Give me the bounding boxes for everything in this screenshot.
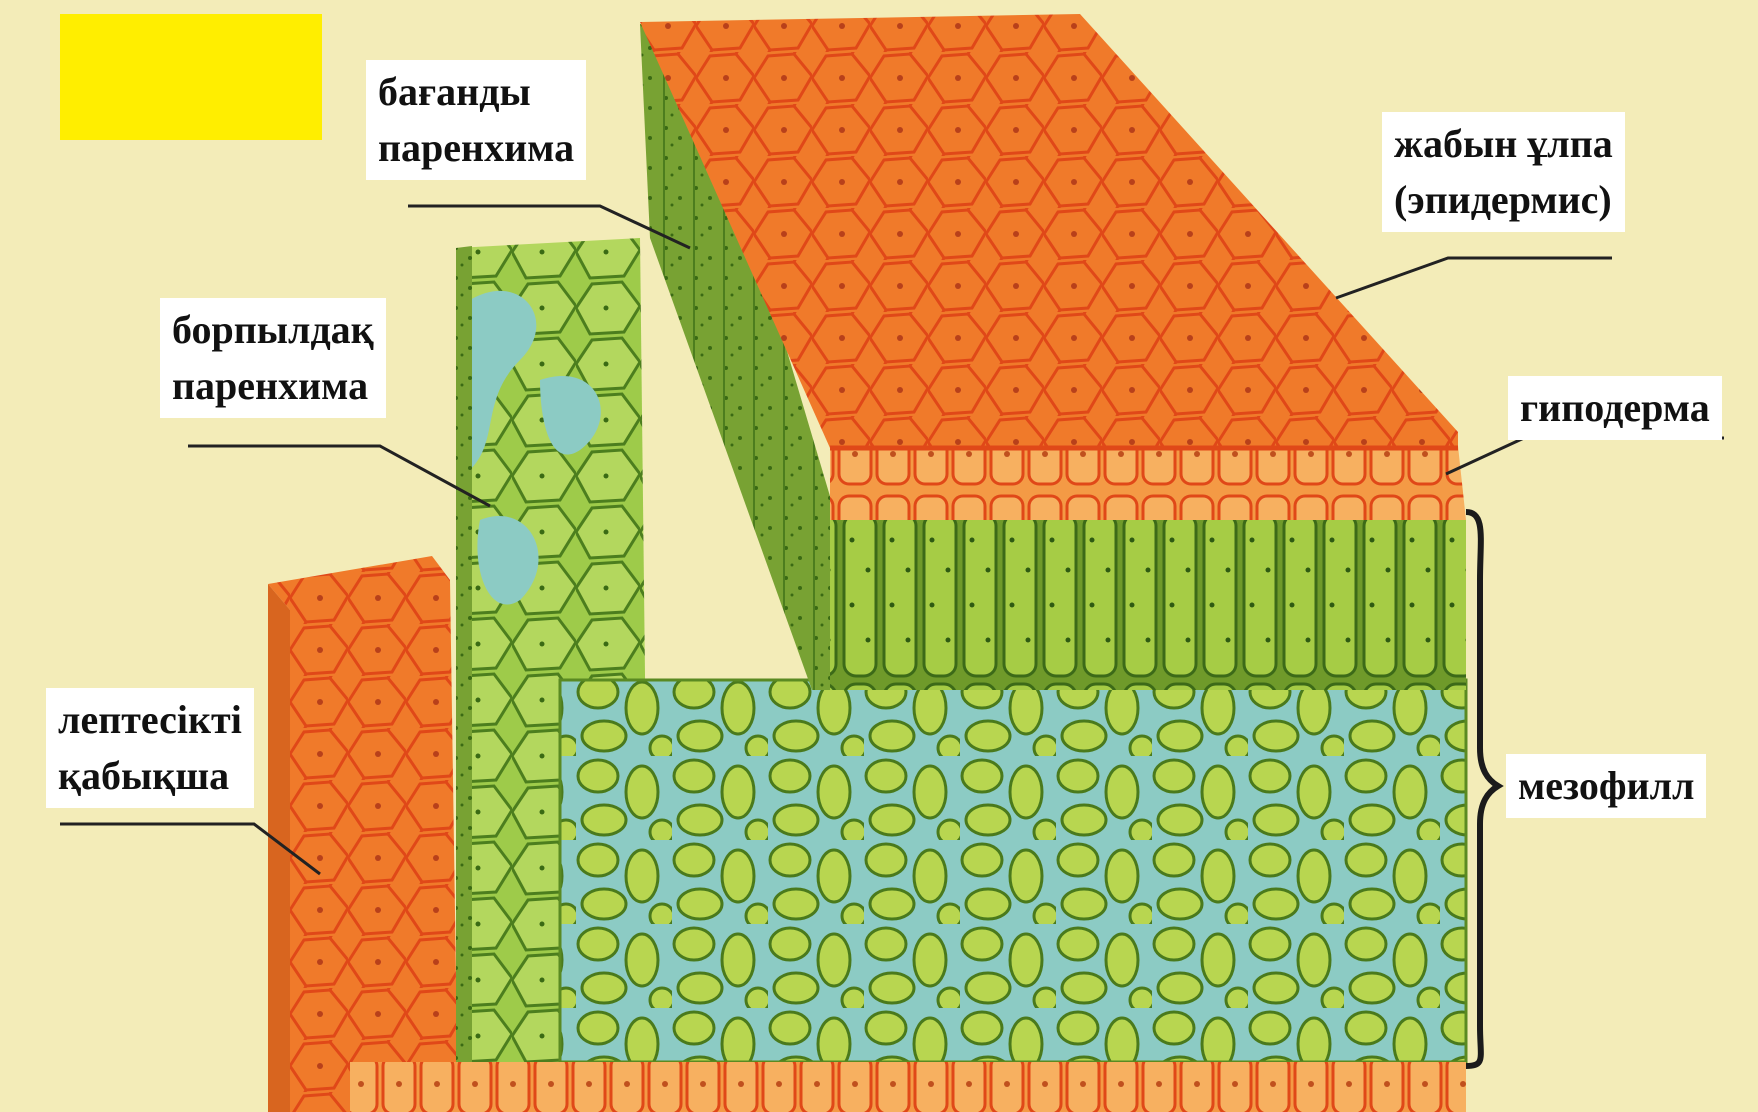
label-sheath-line-2: қабықша	[58, 748, 242, 804]
label-epidermis-line-2: (эпидермис)	[1394, 172, 1613, 228]
lower-epidermis-block	[268, 556, 458, 1112]
label-sheath-line-1: лептесікті	[58, 692, 242, 748]
label-mesophyll: мезофилл	[1506, 754, 1706, 818]
leader-line-spongy	[188, 446, 490, 506]
label-spongy-line-2: паренхима	[172, 358, 374, 414]
label-palisade-line-1: бағанды	[378, 64, 574, 120]
lower-epidermis-row	[350, 1062, 1466, 1112]
label-spongy-line-1: борпылдақ	[172, 302, 374, 358]
highlight-box	[60, 14, 322, 140]
spongy-mesophyll-front	[560, 680, 1466, 1062]
mesophyll-brace	[1466, 512, 1498, 1066]
hypodermis-row	[830, 446, 1466, 520]
label-vascular-sheath: лептесікті қабықша	[46, 688, 254, 808]
label-epidermis: жабын ұлпа (эпидермис)	[1382, 112, 1625, 232]
label-epidermis-line-1: жабын ұлпа	[1394, 116, 1613, 172]
leader-line-palisade	[408, 206, 690, 248]
label-palisade-parenchyma: бағанды паренхима	[366, 60, 586, 180]
leader-line-hypodermis	[1446, 438, 1724, 474]
leader-line-epidermis	[1336, 258, 1612, 298]
label-mesophyll-line-1: мезофилл	[1518, 758, 1694, 814]
label-hypodermis: гиподерма	[1508, 376, 1722, 440]
label-hypodermis-line-1: гиподерма	[1520, 380, 1710, 436]
label-spongy-parenchyma: борпылдақ паренхима	[160, 298, 386, 418]
palisade-front	[830, 520, 1466, 690]
label-palisade-line-2: паренхима	[378, 120, 574, 176]
